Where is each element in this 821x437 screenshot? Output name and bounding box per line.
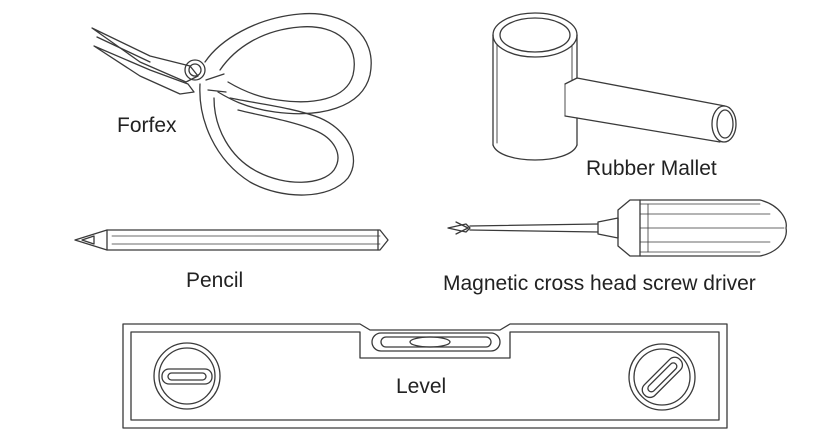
pencil-label: Pencil bbox=[186, 269, 244, 292]
scissors-icon bbox=[92, 14, 371, 195]
rubber-mallet-label: Rubber Mallet bbox=[586, 157, 717, 180]
spirit-level-icon bbox=[123, 324, 727, 428]
level-label: Level bbox=[396, 375, 447, 398]
forfex-label: Forfex bbox=[117, 114, 177, 137]
screwdriver-icon bbox=[448, 200, 786, 256]
pencil-icon bbox=[75, 230, 388, 250]
screwdriver-label: Magnetic cross head screw driver bbox=[443, 272, 756, 295]
mallet-icon bbox=[493, 13, 736, 160]
